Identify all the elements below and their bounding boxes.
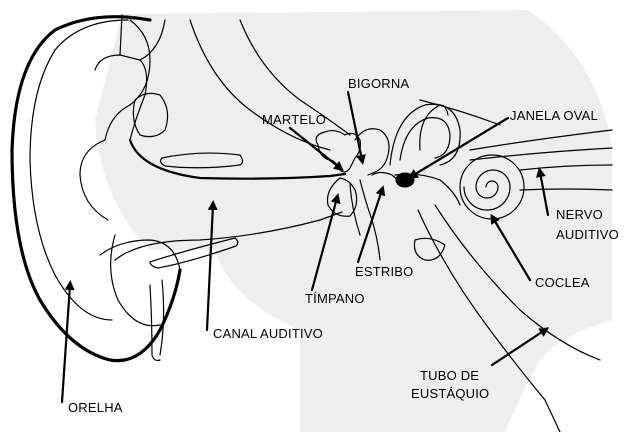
- label-coclea: COCLEA: [535, 275, 590, 290]
- label-bigorna: BIGORNA: [348, 76, 409, 91]
- label-timpano: TÍMPANO: [305, 291, 365, 306]
- label-nervo-line2: AUDITIVO: [556, 227, 619, 242]
- head-tissue-shade: [95, 10, 612, 432]
- label-martelo: MARTELO: [262, 112, 326, 127]
- label-nervo-line1: NERVO: [556, 207, 603, 222]
- label-estribo: ESTRIBO: [355, 264, 413, 279]
- label-tubo-line1: TUBO DE: [420, 368, 479, 383]
- label-tubo-line2: EUSTÁQUIO: [411, 386, 489, 401]
- label-janela-oval: JANELA OVAL: [510, 108, 598, 123]
- label-orelha: ORELHA: [68, 400, 123, 415]
- label-canal-auditivo: CANAL AUDITIVO: [213, 326, 323, 341]
